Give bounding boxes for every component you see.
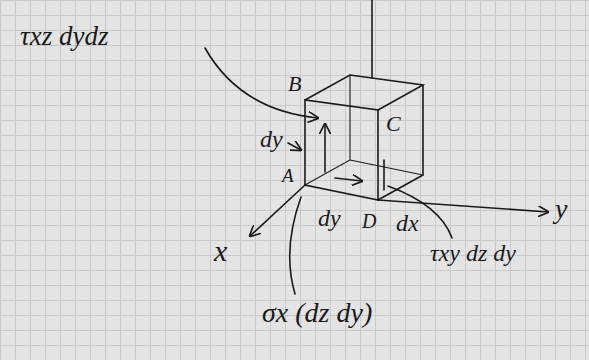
normal-force-label: σx (dz dy) <box>262 298 372 329</box>
dimension-label: dx <box>396 210 419 236</box>
leader-line <box>205 48 318 118</box>
leader-line <box>288 143 301 150</box>
axis-label: x <box>214 234 227 267</box>
shear-arrow <box>383 160 385 190</box>
dimension-label: dy <box>260 126 283 152</box>
leader-line <box>388 186 452 238</box>
shear-arrow <box>324 124 326 172</box>
shear-force-label: τxz dydz <box>20 22 108 52</box>
cube-edges <box>305 75 423 200</box>
normal-arrow <box>335 178 362 181</box>
cube-hidden-edges <box>305 75 423 185</box>
z-axis <box>371 0 373 78</box>
leader-line <box>290 197 301 294</box>
dimension-label: dy <box>318 205 341 231</box>
cube-front-face <box>305 100 378 200</box>
shear-force-label: τxy dz dy <box>430 240 516 266</box>
vertex-label: D <box>362 210 376 232</box>
vertex-label: B <box>288 72 301 96</box>
axis-label: y <box>555 194 567 225</box>
vertex-label: A <box>282 166 294 187</box>
vertex-label: C <box>386 112 401 136</box>
